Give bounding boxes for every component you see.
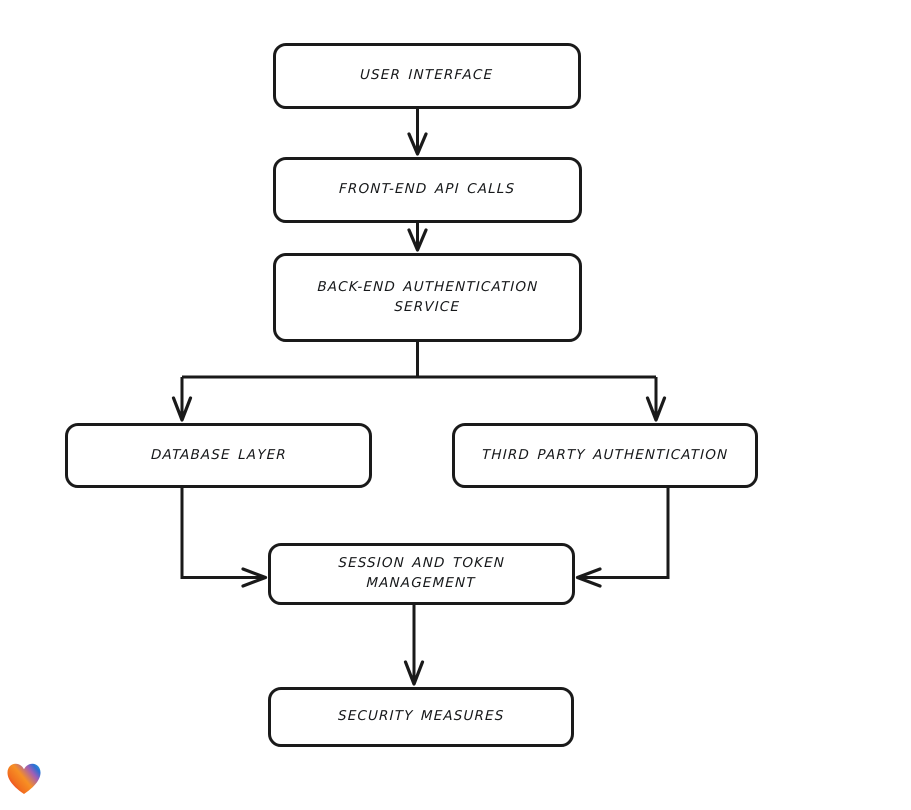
node-label: Security Measures: [337, 708, 505, 725]
edge-ui-to-frontend: [407, 109, 428, 156]
node-label: User Interface: [360, 67, 494, 84]
node-label: Third Party Authentication: [481, 446, 729, 463]
edge-database-to-session: [180, 488, 268, 588]
node-third-party-authentication[interactable]: Third Party Authentication: [452, 423, 758, 488]
node-label: Front-End API Calls: [339, 181, 516, 198]
node-security-measures[interactable]: Security Measures: [268, 687, 574, 747]
edge-session-to-security: [403, 605, 425, 686]
node-back-end-authentication-service[interactable]: Back-End Authentication Service: [273, 253, 582, 342]
edge-thirdparty-to-session: [575, 488, 670, 588]
node-front-end-api-calls[interactable]: Front-End API Calls: [273, 157, 582, 223]
node-label: Session and Token Management: [338, 555, 506, 591]
node-session-and-token-management[interactable]: Session and Token Management: [268, 543, 575, 605]
edge-backend-to-thirdparty: [645, 377, 667, 422]
edge-frontend-to-backend: [407, 223, 428, 252]
edge-backend-split: [182, 342, 656, 379]
node-label: Database Layer: [150, 446, 287, 463]
node-label: Back-End Authentication Service: [317, 278, 539, 315]
edge-backend-to-database: [171, 377, 193, 422]
node-user-interface[interactable]: User Interface: [273, 43, 581, 109]
heart-icon: [7, 763, 41, 794]
node-database-layer[interactable]: Database Layer: [65, 423, 372, 488]
